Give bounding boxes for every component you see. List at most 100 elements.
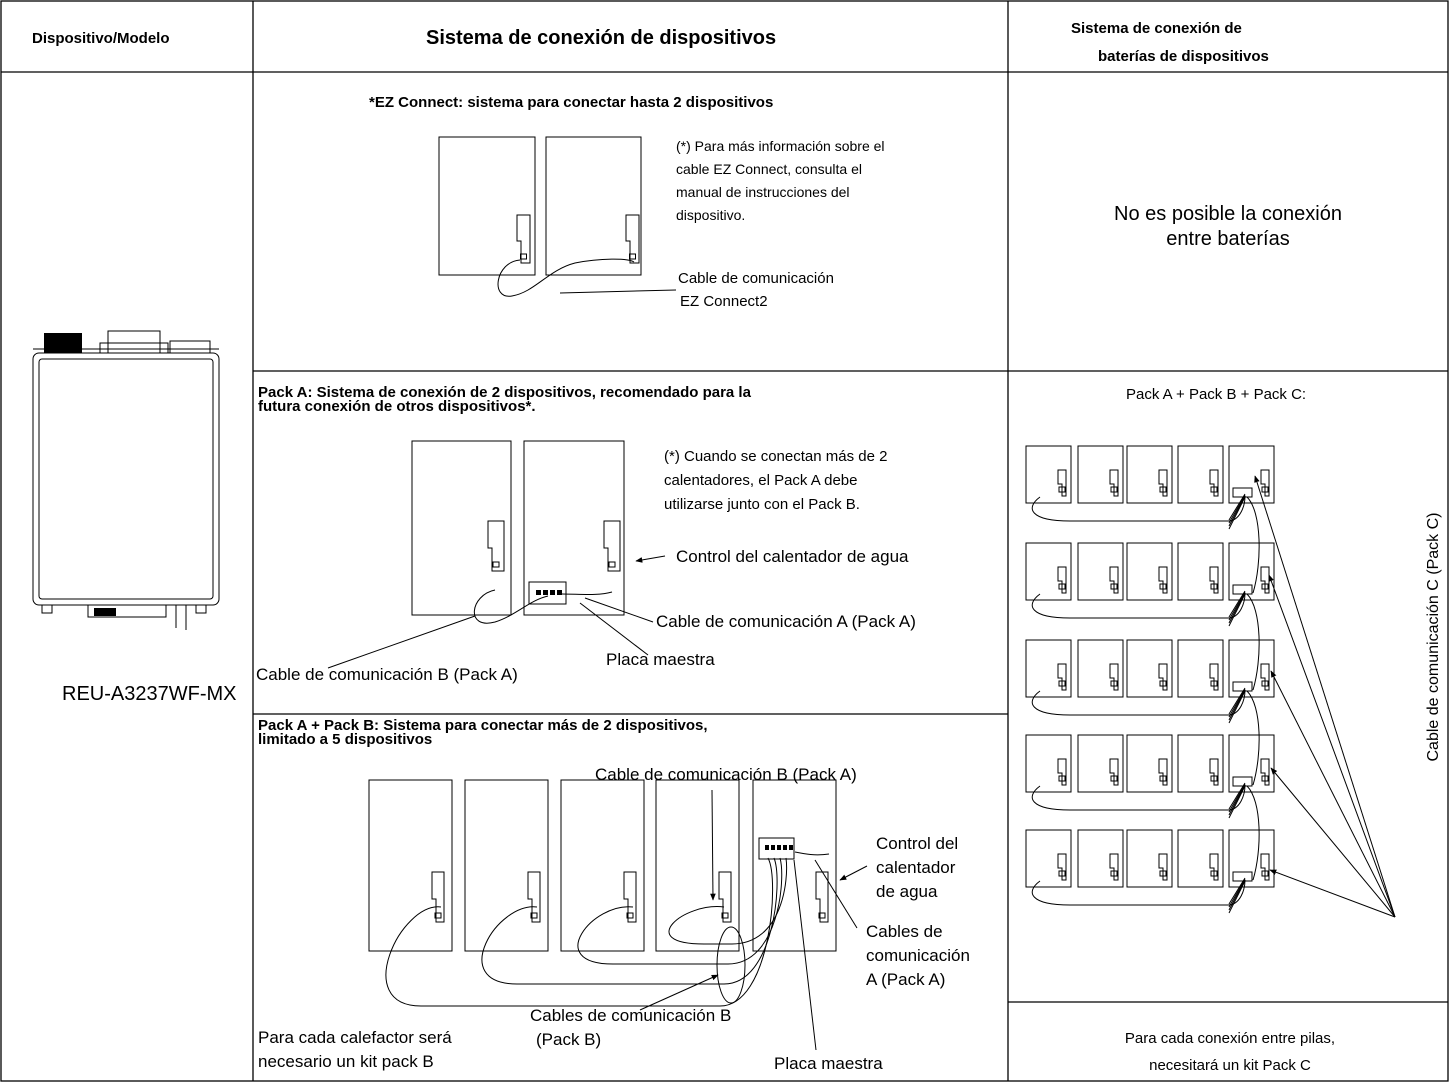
water-heater-fan: [44, 333, 82, 353]
pack-ab-heater-3-unit: [560, 779, 645, 952]
battery-r1-c3-connector: [1159, 486, 1167, 493]
battery-master-board-r1: [1232, 487, 1253, 498]
battery-r3-c4-unit: [1177, 639, 1224, 698]
battery-stack-cable-r3: [1228, 687, 1246, 715]
ez-note-line4: dispositivo.: [676, 207, 746, 223]
pack-a-note-line3: utilizarse junto con el Pack B.: [664, 496, 860, 513]
pack-ab-heater-4-control: [718, 871, 732, 923]
pack-ab-title-line1: Pack A + Pack B: Sistema para conectar m…: [258, 717, 708, 734]
battery-row-cable-r4: [1031, 784, 1246, 811]
battery-r5-c1-unit: [1025, 829, 1072, 888]
battery-row-cable-r3: [1031, 689, 1246, 716]
pack-ab-cable-b-label: Cable de comunicación B (Pack A): [595, 765, 857, 784]
pack-a-master-pin: [536, 590, 541, 595]
pack-ab-cable-b-4: [668, 857, 788, 945]
battery-r3-c2-connector: [1110, 680, 1118, 687]
water-heater-front-panel: [38, 358, 214, 600]
battery-stack-cable-r2: [1228, 593, 1246, 627]
pack-a-cable-a-label: Cable de comunicación A (Pack A): [656, 612, 916, 631]
pack-ab-cable-a: [794, 851, 830, 856]
pack-ab-heater-3-control: [623, 871, 637, 923]
battery-r1-c2-unit: [1077, 445, 1124, 504]
ez-cable-label-line1: Cable de comunicación: [678, 270, 834, 287]
battery-r5-c1-control: [1057, 853, 1067, 881]
battery-r4-c2-connector: [1110, 775, 1118, 782]
battery-stack-cable-r3: [1228, 689, 1246, 721]
water-heater-valve: [94, 608, 116, 616]
battery-r4-c3-connector: [1159, 775, 1167, 782]
pack-ab-heater-3-connector: [626, 912, 634, 919]
water-heater-top-right: [169, 340, 211, 354]
battery-r2-c4-control: [1209, 566, 1219, 594]
battery-r3-c2-unit: [1077, 639, 1124, 698]
battery-r5-c3-control: [1158, 853, 1168, 881]
pack-ab-heater-5-unit: [752, 779, 837, 952]
ez-heater-1-unit: [438, 136, 536, 276]
battery-stack-cable-r2: [1228, 590, 1246, 618]
battery-r3-c2-control: [1109, 663, 1119, 691]
pack-ab-heater-1-control: [431, 871, 445, 923]
pack-a-master-label: Placa maestra: [606, 650, 715, 669]
pack-a-master-pin: [557, 590, 562, 595]
battery-r5-c1-connector: [1058, 870, 1066, 877]
pack-ab-heater-4-unit: [655, 779, 740, 952]
ez-connect-title: *EZ Connect: sistema para conectar hasta…: [369, 94, 774, 111]
pack-ab-master-board: [758, 837, 795, 860]
ez-heater-2-connector: [629, 253, 636, 260]
battery-r5-c5-control: [1260, 853, 1270, 881]
pack-a-heater-2-unit: [523, 440, 625, 616]
pack-a-cable-a-pointer: [584, 597, 654, 623]
battery-r3-c1-unit: [1025, 639, 1072, 698]
battery-footer-line2: necesitará un kit Pack C: [1149, 1057, 1311, 1074]
ez-connect-cable: [497, 258, 635, 297]
battery-stack-cable-r3: [1228, 688, 1246, 718]
battery-r4-c4-unit: [1177, 734, 1224, 793]
battery-r4-c5-control: [1260, 758, 1270, 786]
pack-ab-control-line1: Control del: [876, 834, 959, 853]
battery-stack-cable-r1: [1228, 494, 1246, 524]
water-heater-connections: [87, 604, 167, 618]
ez-note-line2: cable EZ Connect, consulta el: [676, 161, 862, 177]
pack-ab-master-pin: [789, 845, 793, 850]
battery-row-cable-r5: [1031, 879, 1246, 906]
battery-r3-c4-connector: [1210, 680, 1218, 687]
battery-r4-c2-unit: [1077, 734, 1124, 793]
pack-a-master-pin: [543, 590, 548, 595]
pack-a-note-line1: (*) Cuando se conectan más de 2: [664, 448, 888, 465]
pack-ab-heater-4-connector: [721, 912, 729, 919]
pack-ab-heater-1-unit: [368, 779, 453, 952]
pack-a-cable-b: [473, 589, 549, 624]
pack-ab-cables-b-line2: (Pack B): [536, 1030, 602, 1049]
battery-stack-cable-r5: [1228, 879, 1246, 911]
battery-stack-cable-r2: [1228, 591, 1246, 621]
battery-r2-c1-control: [1057, 566, 1067, 594]
battery-r5-c2-connector: [1110, 870, 1118, 877]
battery-pack-c-arrow-5: [1269, 869, 1396, 918]
pack-a-cable-b-label: Cable de comunicación B (Pack A): [256, 665, 518, 684]
battery-r4-c1-unit: [1025, 734, 1072, 793]
battery-r3-c3-control: [1158, 663, 1168, 691]
ez-note-line3: manual de instrucciones del: [676, 184, 850, 200]
battery-stack-link-4: [1246, 785, 1260, 881]
battery-r5-c2-unit: [1077, 829, 1124, 888]
battery-r2-c4-unit: [1177, 542, 1224, 601]
battery-r1-c5-control: [1260, 469, 1270, 497]
battery-no-connection-line2: entre baterías: [1166, 228, 1290, 250]
battery-master-board-r2: [1232, 584, 1253, 595]
ez-heater-1-control: [516, 214, 531, 264]
battery-r5-c4-control: [1209, 853, 1219, 881]
battery-r1-c1-unit: [1025, 445, 1072, 504]
battery-r3-c3-connector: [1159, 680, 1167, 687]
device-model-name: REU-A3237WF-MX: [62, 683, 237, 705]
pack-ab-cables-a-line1: Cables de: [866, 922, 943, 941]
pack-ab-master-pin: [783, 845, 787, 850]
battery-master-board-r4: [1232, 776, 1253, 787]
pack-ab-master-label: Placa maestra: [774, 1054, 883, 1073]
battery-footer-line1: Para cada conexión entre pilas,: [1124, 1030, 1336, 1047]
battery-r2-c5-control: [1260, 566, 1270, 594]
pack-ab-cables-a-line3: A (Pack A): [866, 970, 946, 989]
battery-r1-c3-unit: [1126, 445, 1173, 504]
pack-a-heater-2-connector: [608, 561, 616, 568]
battery-r2-c1-unit: [1025, 542, 1072, 601]
battery-r1-c5-connector: [1261, 486, 1269, 493]
